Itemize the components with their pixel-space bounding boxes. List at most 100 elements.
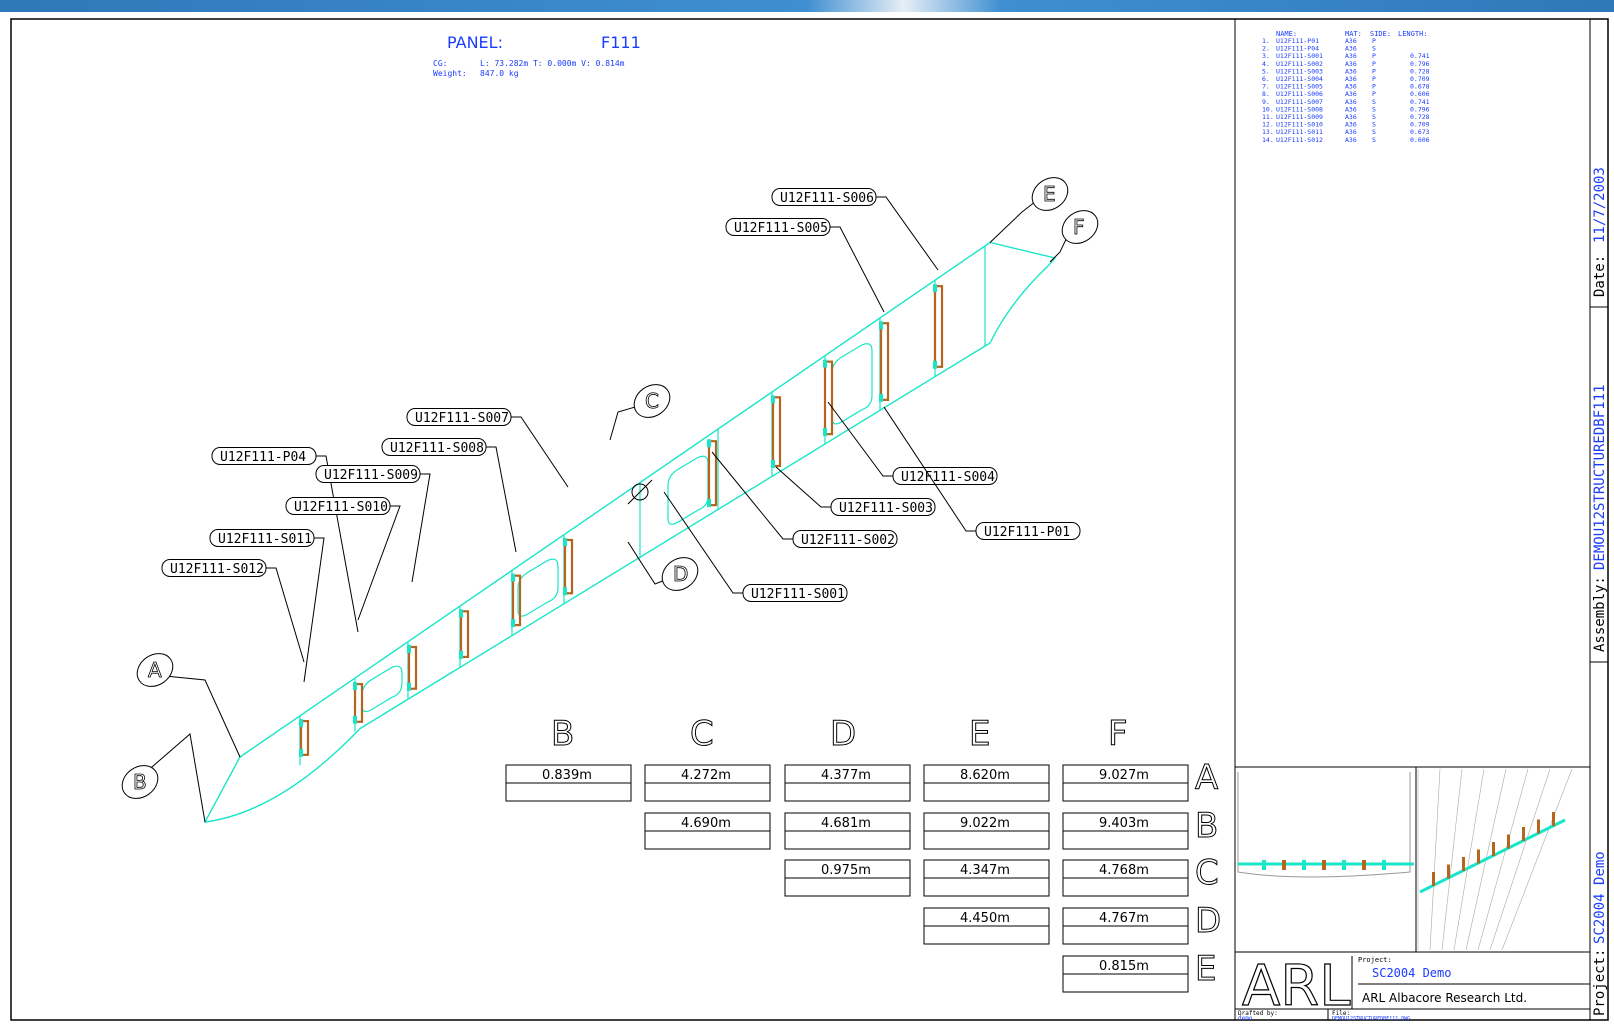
parts-cell: S (1372, 105, 1376, 113)
matrix-row-header: A (1195, 758, 1218, 798)
thumb-stiffener (1362, 860, 1366, 870)
tag-bubble[interactable] (209, 529, 315, 547)
parts-cell: U12F111-P01 (1276, 37, 1319, 45)
parts-cell: S (1372, 128, 1376, 136)
stiffener-clip (823, 359, 827, 368)
parts-cell: U12F111-S007 (1276, 98, 1323, 106)
parts-cell: U12F111-S001 (1276, 52, 1323, 60)
parts-cell: P (1372, 52, 1376, 60)
tag-bubble[interactable] (406, 408, 512, 426)
point-bubble[interactable] (628, 378, 676, 424)
company-name: ARL Albacore Research Ltd. (1362, 991, 1527, 1005)
parts-cell: 0.796 (1410, 60, 1430, 68)
point-bubble[interactable] (131, 647, 179, 693)
panel-outline (203, 241, 1057, 823)
drawing-border (10, 18, 1609, 1021)
parts-cell: A36 (1345, 37, 1357, 45)
parts-cell: P (1372, 60, 1376, 68)
parts-cell: U12F111-S011 (1276, 128, 1323, 136)
point-label: F (1073, 215, 1085, 239)
parts-cell: A36 (1345, 136, 1357, 144)
parts-cell: 0.709 (1410, 121, 1430, 129)
date-field: Date: 11/7/2003 (1592, 167, 1608, 297)
parts-cell: 0.606 (1410, 90, 1430, 98)
parts-cell: 0.709 (1410, 75, 1430, 83)
tag-bubble[interactable] (742, 584, 848, 602)
thumbnail-views[interactable] (1234, 766, 1591, 953)
parts-cell: 13. (1262, 128, 1274, 136)
stiffener (879, 322, 890, 401)
panel-header: PANEL: F111 CG: L: 73.282m T: 0.000m V: … (433, 33, 641, 78)
tag-bubble[interactable] (975, 522, 1081, 540)
point-bubble[interactable] (1056, 204, 1104, 250)
tag-leader (303, 537, 325, 683)
stiffener (933, 285, 944, 368)
stiffener-clip (879, 393, 883, 402)
matrix-row-header: C (1195, 853, 1219, 893)
parts-cell: 10. (1262, 105, 1274, 113)
matrix-col-header: B (551, 714, 574, 754)
parts-cell: 14. (1262, 136, 1274, 144)
point-bubble[interactable] (116, 759, 164, 805)
tag-bubble[interactable] (892, 467, 998, 485)
thumb-grid (1477, 768, 1529, 951)
thumb-stiffener (1302, 860, 1306, 870)
parts-cell: U12F111-S002 (1276, 60, 1323, 68)
tag-bubble[interactable] (771, 188, 877, 206)
parts-cell: 1. (1262, 37, 1270, 45)
parts-cell: A36 (1345, 45, 1357, 53)
tag-bubble[interactable] (161, 559, 267, 577)
stiffener-clip (511, 573, 515, 582)
point-bubble[interactable] (656, 551, 704, 597)
tag-bubble[interactable] (792, 530, 898, 548)
parts-cell: 4. (1262, 60, 1270, 68)
tag-bubble[interactable] (285, 497, 391, 515)
parts-cell: P (1372, 67, 1376, 75)
parts-cell: A36 (1345, 60, 1357, 68)
tag-label: U12F111-S010 (294, 500, 388, 515)
stiffener-clip (353, 682, 357, 691)
matrix-value: 9.403m (1099, 816, 1149, 831)
thumb-stiffener-3d (1507, 834, 1510, 849)
cg-label: CG: (433, 59, 447, 68)
stiffener (771, 396, 782, 468)
parts-cell: 8. (1262, 90, 1270, 98)
parts-cell: S (1372, 98, 1376, 106)
matrix-value: 4.681m (821, 816, 871, 831)
tag-bubble[interactable] (830, 498, 936, 516)
parts-cell: A36 (1345, 52, 1357, 60)
parts-cell: U12F111-S006 (1276, 90, 1323, 98)
tag-label: U12F111-S012 (170, 562, 264, 577)
tag-label: U12F111-S009 (324, 468, 418, 483)
parts-cell: A36 (1345, 98, 1357, 106)
tag-label: U12F111-S008 (390, 441, 484, 456)
stiffener-clip (459, 650, 463, 659)
drafted-by: demo (1238, 1015, 1253, 1022)
assembly-field: Assembly: DEMOU12STRUCTUREDBF111 (1592, 385, 1608, 652)
thumb-stiffener-3d (1522, 827, 1525, 841)
parts-cell: 0.796 (1410, 105, 1430, 113)
tag-bubble[interactable] (381, 438, 487, 456)
point-label: B (133, 770, 147, 794)
tag-label: U12F111-S003 (839, 501, 933, 516)
tag-bubble[interactable] (211, 447, 317, 465)
parts-cell: 0.741 (1410, 52, 1430, 60)
matrix-col-header: E (969, 714, 990, 754)
parts-cell: A36 (1345, 67, 1357, 75)
tag-bubble[interactable] (725, 218, 831, 236)
point-bubble[interactable] (1026, 171, 1074, 217)
parts-col-mat: MAT: (1345, 30, 1362, 38)
drawing-canvas[interactable]: PANEL: F111 CG: L: 73.282m T: 0.000m V: … (0, 12, 1614, 1023)
thumb-stiffener (1382, 860, 1386, 870)
stiffener-clip (879, 321, 883, 330)
matrix-col-header: F (1108, 714, 1128, 754)
parts-cell: A36 (1345, 113, 1357, 121)
parts-col-side: SIDE: (1370, 30, 1391, 38)
tag-leader (486, 446, 517, 553)
tag-bubble[interactable] (315, 465, 421, 483)
file-caption: File: (1332, 1010, 1350, 1017)
stiffener (353, 682, 364, 723)
parts-cell: P (1372, 75, 1376, 83)
